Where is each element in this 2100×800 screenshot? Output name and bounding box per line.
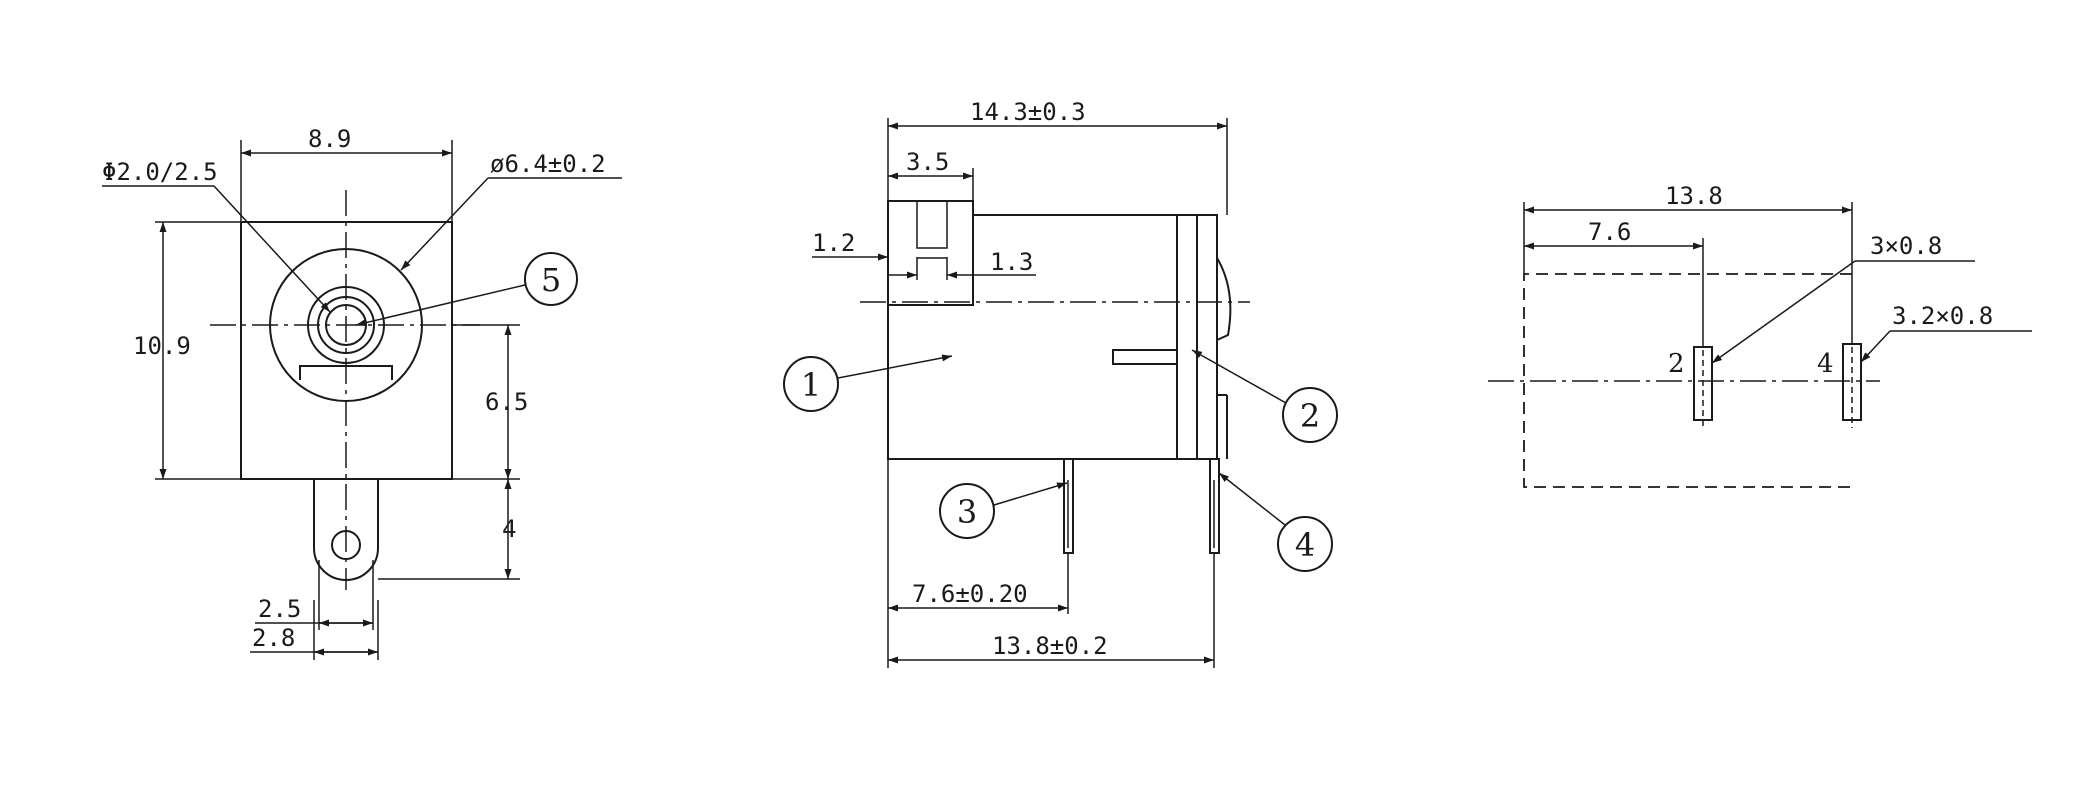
footprint-outline [1523,273,1852,488]
side-step [888,200,974,306]
footprint-pin-4-label: 4 [1817,349,1834,379]
side-step-height-dim: 1.2 [812,229,855,257]
side-overall-length-dim: 14.3±0.3 [970,98,1086,126]
balloon-2 [1282,387,1338,443]
side-body-length-dim: 13.8±0.2 [992,632,1108,660]
side-pin-pos-dim: 7.6±0.20 [912,580,1028,608]
front-width-dim: 8.9 [308,125,351,153]
footprint-pin-2-label: 2 [1668,349,1685,379]
footprint-pad2-size-dim: 3×0.8 [1870,232,1942,260]
front-view: 8.9 10.9 6.5 4 2.5 2.8 Φ2.0/2.5 ø6.4 [102,125,622,660]
front-pin-width-outer-dim: 2.8 [252,624,295,652]
front-pin-length-dim: 4 [502,515,516,543]
balloon-1-label: 1 [801,366,821,404]
front-bore-dim: Φ2.0/2.5 [102,158,218,186]
balloon-3-label: 3 [957,493,977,531]
front-pin-width-inner-dim: 2.5 [258,595,301,623]
balloon-5 [524,252,578,306]
balloon-5-label: 5 [541,261,561,299]
side-view: 14.3±0.3 3.5 1.2 1.3 7.6±0.20 13.8±0.2 1… [783,98,1338,668]
footprint-pad4-size-dim: 3.2×0.8 [1892,302,1993,330]
balloon-4 [1277,516,1333,572]
footprint-pin2-pos-dim: 7.6 [1588,218,1631,246]
front-height-dim: 10.9 [133,332,191,360]
balloon-2-label: 2 [1300,397,1320,435]
side-step-gap-dim: 1.3 [990,248,1033,276]
side-rear-boss [1216,257,1232,341]
side-body [887,200,1178,460]
balloon-1 [783,356,839,412]
front-center-height-dim: 6.5 [485,388,528,416]
footprint-view: 2 4 13.8 7.6 3×0.8 3.2×0.8 [1488,182,2032,488]
front-outer-dia-dim: ø6.4±0.2 [490,150,606,178]
balloon-4-label: 4 [1295,526,1315,564]
footprint-span-dim: 13.8 [1665,182,1723,210]
side-step-length-dim: 3.5 [906,148,949,176]
balloon-3 [939,483,995,539]
side-slot [1112,349,1178,365]
